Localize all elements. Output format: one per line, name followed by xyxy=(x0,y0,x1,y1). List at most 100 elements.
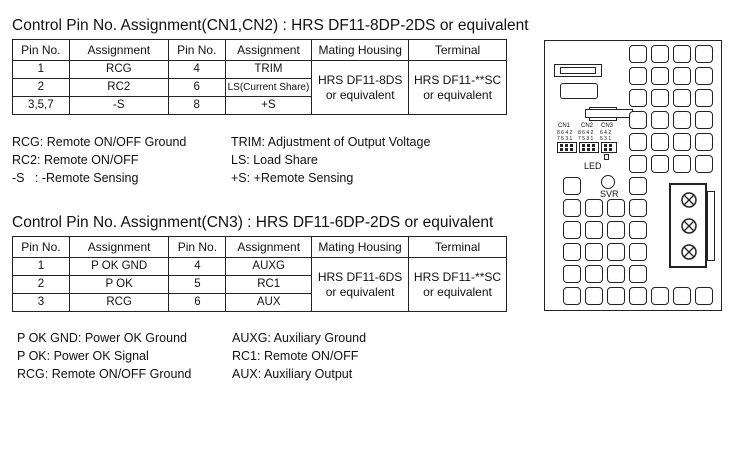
component-square xyxy=(585,287,603,305)
note-text: AUXG: Auxiliary Ground xyxy=(232,331,367,345)
table-header-row: Pin No. Assignment Pin No. Assignment Ma… xyxy=(12,39,507,61)
table-row: 3 RCG 6 AUX xyxy=(12,293,507,312)
note-text: RCG: Remote ON/OFF Ground xyxy=(17,367,192,381)
component-square xyxy=(563,243,581,261)
assignment-cell: +S xyxy=(224,96,313,115)
component-square xyxy=(585,221,603,239)
component-square xyxy=(673,89,691,107)
assignment-cell: RC1 xyxy=(225,275,313,294)
terminal-line: or equivalent xyxy=(423,284,492,299)
header-pin-no: Pin No. xyxy=(167,39,226,61)
terminal-line: HRS DF11-**SC xyxy=(413,269,502,284)
led-icon xyxy=(604,154,609,160)
component-square xyxy=(673,111,691,129)
component-square xyxy=(607,199,625,217)
component-square xyxy=(585,243,603,261)
component-square xyxy=(629,111,647,129)
housing-line: or equivalent xyxy=(325,284,395,299)
note-text: AUX: Auxiliary Output xyxy=(232,367,353,381)
terminal-line: HRS DF11-**SC xyxy=(413,72,502,87)
component-square xyxy=(629,45,647,63)
component-rect xyxy=(560,83,598,99)
component-square xyxy=(607,221,625,239)
table-row: 2 RC2 6 LS(Current Share) xyxy=(12,78,507,97)
cn3-pins-top: 6 4 2 xyxy=(600,130,612,136)
header-assignment: Assignment xyxy=(68,39,169,61)
note-text: RC2: Remote ON/OFF xyxy=(12,153,139,167)
component-square xyxy=(629,199,647,217)
terminal-block-edge xyxy=(707,191,715,261)
component-square xyxy=(695,111,713,129)
assignment-cell: P OK GND xyxy=(68,257,170,276)
component-square xyxy=(651,111,669,129)
component-square xyxy=(629,287,647,305)
cn3-connector xyxy=(601,142,617,153)
svr-label: SVR xyxy=(600,189,619,199)
component-square xyxy=(651,287,669,305)
note-text: LS: Load Share xyxy=(231,153,318,167)
component-square xyxy=(673,133,691,151)
component-square xyxy=(695,89,713,107)
pin-table-cn3: Pin No. Assignment Pin No. Assignment Ma… xyxy=(12,236,507,312)
assignment-cell: AUX xyxy=(225,293,313,312)
pcb-board-diagram: CN1 CN2 CN3 8 6 4 2 7 5 3 1 8 6 4 2 7 5 … xyxy=(544,40,722,311)
pin-table-cn1-cn2: Pin No. Assignment Pin No. Assignment Ma… xyxy=(12,39,507,115)
cn3-pins-bottom: 5 3 1 xyxy=(600,136,612,142)
component-square xyxy=(563,199,581,217)
cn3-label: CN3 xyxy=(601,123,614,129)
component-square xyxy=(607,243,625,261)
cn2-pins-top: 8 6 4 2 xyxy=(578,130,594,136)
component-square xyxy=(651,67,669,85)
cn2-label: CN2 xyxy=(581,123,594,129)
component-rect-inner xyxy=(560,67,596,74)
housing-line: or equivalent xyxy=(325,87,395,102)
pin-cell: 1 xyxy=(12,60,70,79)
assignment-cell: TRIM xyxy=(224,60,313,79)
header-mating-housing: Mating Housing xyxy=(311,39,410,61)
component-square xyxy=(563,221,581,239)
mating-housing-cell: HRS DF11-6DS or equivalent xyxy=(311,257,409,312)
cn1-pins-top: 8 6 4 2 xyxy=(557,130,573,136)
table-row: 1 P OK GND 4 AUXG HRS DF11-6DS or equiva… xyxy=(12,257,507,312)
header-mating-housing: Mating Housing xyxy=(311,236,409,258)
section2-title: Control Pin No. Assignment(CN3) : HRS DF… xyxy=(12,214,494,231)
housing-line: HRS DF11-8DS xyxy=(317,72,403,87)
terminal-line: or equivalent xyxy=(423,87,492,102)
led-label: LED xyxy=(584,161,602,171)
assignment-cell: -S xyxy=(68,96,169,115)
pin-cell: 3,5,7 xyxy=(12,96,70,115)
component-square xyxy=(651,133,669,151)
component-square xyxy=(629,243,647,261)
header-pin-no: Pin No. xyxy=(168,236,227,258)
header-pin-no: Pin No. xyxy=(12,39,70,61)
component-square xyxy=(673,45,691,63)
component-square xyxy=(563,177,581,195)
assignment-cell: P OK xyxy=(68,275,170,294)
note-text: RC1: Remote ON/OFF xyxy=(232,349,359,363)
component-square xyxy=(695,67,713,85)
pin-cell: 5 xyxy=(168,275,227,294)
pin-cell: 3 xyxy=(12,293,70,312)
component-rect xyxy=(585,109,633,118)
component-square xyxy=(695,45,713,63)
screw-terminals-icon xyxy=(681,192,697,260)
component-square xyxy=(629,177,647,195)
component-square xyxy=(629,221,647,239)
assignment-cell: RC2 xyxy=(68,78,169,97)
cn2-pins-bottom: 7 5 3 1 xyxy=(578,136,594,142)
pin-cell: 4 xyxy=(168,257,227,276)
assignment-cell: RCG xyxy=(68,60,169,79)
component-square xyxy=(563,265,581,283)
section1-title: Control Pin No. Assignment(CN1,CN2) : HR… xyxy=(12,17,529,34)
table-row: 1 RCG 4 TRIM HRS DF11-8DS or equivalent … xyxy=(12,60,507,115)
note-text: -S : -Remote Sensing xyxy=(12,171,139,185)
header-assignment: Assignment xyxy=(68,236,170,258)
note-text: TRIM: Adjustment of Output Voltage xyxy=(231,135,431,149)
header-terminal: Terminal xyxy=(408,236,507,258)
component-square xyxy=(607,265,625,283)
component-square xyxy=(695,287,713,305)
component-square xyxy=(629,265,647,283)
component-square xyxy=(651,45,669,63)
header-assignment: Assignment xyxy=(224,39,313,61)
housing-line: HRS DF11-6DS xyxy=(317,269,403,284)
